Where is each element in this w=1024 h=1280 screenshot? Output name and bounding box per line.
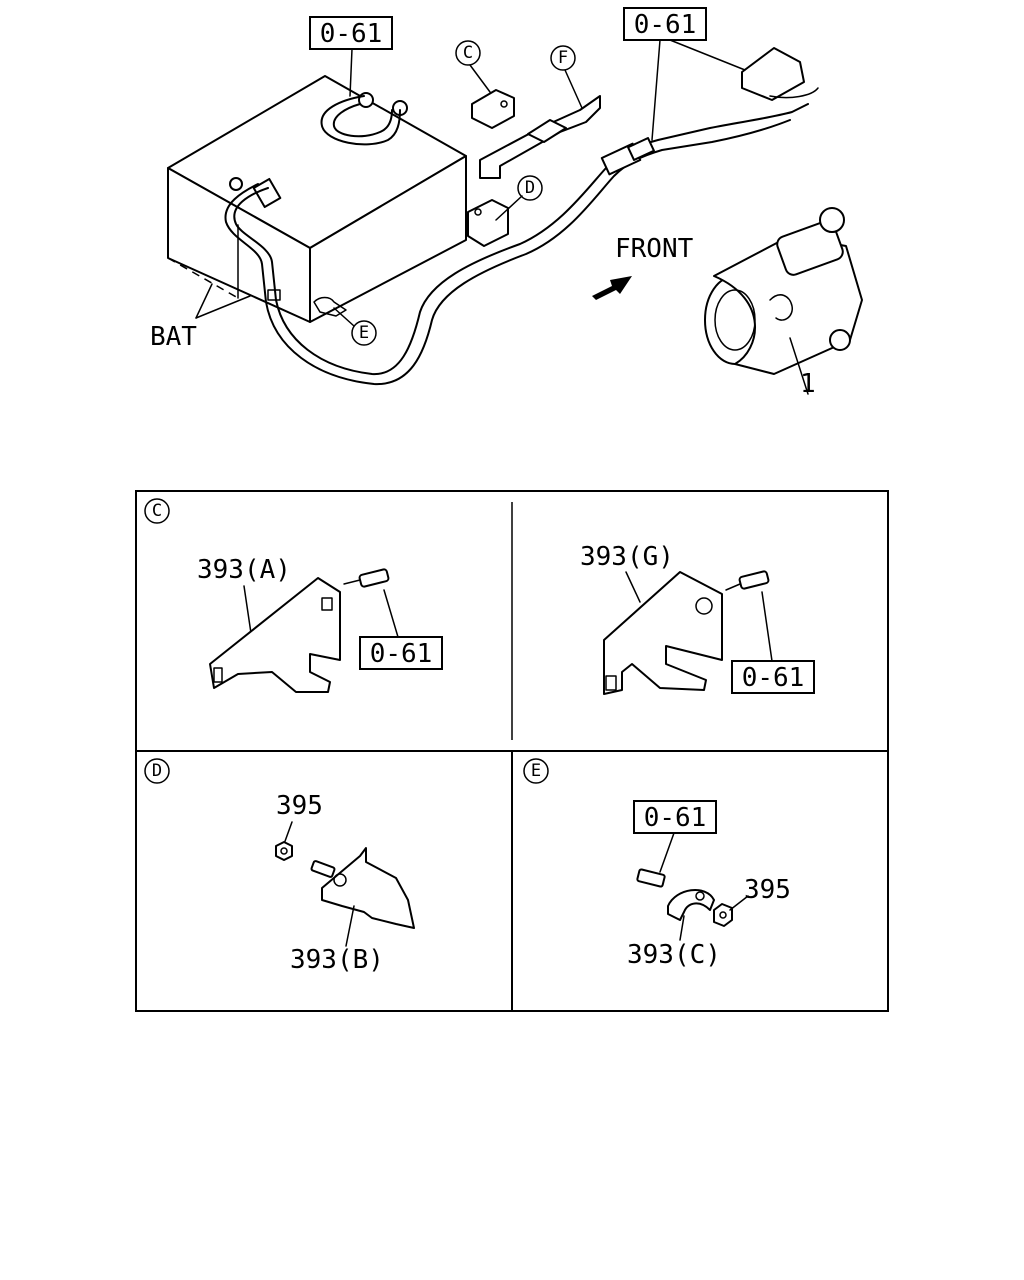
panel-e-nut-label: 395	[744, 875, 791, 905]
panel-c-ref-label: 0-61	[370, 639, 433, 669]
bracket-d-overview	[467, 199, 509, 247]
callout-e-overview: E	[359, 323, 369, 343]
bracket-f-overview	[479, 95, 601, 179]
panel-d-part-label: 393(B)	[290, 945, 384, 975]
battery	[167, 75, 467, 323]
bracket-393-b	[321, 847, 415, 929]
front-arrow	[592, 276, 632, 300]
detail-panels	[135, 490, 889, 1012]
panel-d-nut-label: 395	[276, 791, 323, 821]
panel-g-ref-label: 0-61	[742, 663, 805, 693]
nut-395-d	[275, 841, 293, 861]
ref-label-0-61-right: 0-61	[634, 10, 697, 40]
overview-illustration	[167, 47, 863, 395]
panel-c-callout: C	[152, 501, 162, 521]
overview-labels: 0-61 0-61 BAT FRONT 1 C F D E	[150, 7, 816, 399]
front-label: FRONT	[615, 234, 694, 264]
upper-terminal	[741, 47, 819, 101]
panel-d-callout: D	[152, 761, 162, 781]
ref-label-0-61-left: 0-61	[320, 19, 383, 49]
panel-g-part-label: 393(G)	[580, 542, 674, 572]
bracket-e-overview	[313, 296, 347, 317]
callout-d-overview: D	[525, 178, 535, 198]
bracket-393-c	[667, 888, 715, 921]
bracket-c-overview	[471, 89, 515, 129]
panel-e-ref-label: 0-61	[644, 803, 707, 833]
battery-jumper-cable	[320, 95, 401, 146]
nut-395-e	[713, 903, 733, 927]
panel-c-part-label: 393(A)	[197, 555, 291, 585]
bracket-393-g	[603, 571, 723, 695]
bolt-d	[310, 860, 336, 878]
panel-g: 393(G) 0-61	[580, 542, 815, 695]
cable-connector	[600, 137, 655, 176]
panel-e-callout: E	[531, 761, 541, 781]
bolt-e	[636, 868, 666, 888]
starter-part-number: 1	[800, 369, 816, 399]
panel-c: C 393(A) 0-61	[144, 498, 443, 693]
panel-e-part-label: 393(C)	[627, 940, 721, 970]
callout-f-overview: F	[558, 48, 568, 68]
bolt-g	[725, 570, 770, 591]
battery-label: BAT	[150, 322, 197, 352]
bolt-c	[343, 568, 390, 588]
bracket-393-a	[209, 577, 341, 693]
panel-d: D 395 393(B)	[144, 758, 415, 975]
starter-motor	[704, 207, 863, 395]
callout-c-overview: C	[463, 43, 473, 63]
panel-e: E 0-61 395 393(C)	[523, 758, 791, 970]
